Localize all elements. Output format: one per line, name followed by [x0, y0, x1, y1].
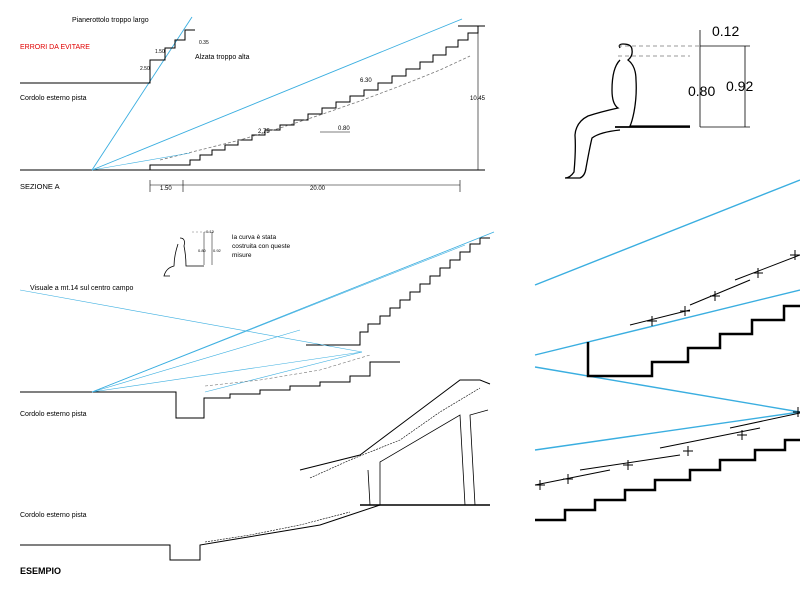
- label-pianerottolo: Pianerottolo troppo largo: [72, 17, 149, 24]
- small-dim-012: 0.12: [206, 229, 215, 234]
- label-cordolo-1: Cordolo esterno pista: [20, 95, 87, 102]
- zoom-detail: [534, 179, 800, 522]
- label-alzata: Alzata troppo alta: [195, 54, 250, 61]
- sight-line-low: [91, 152, 191, 171]
- sezione-a-drawing: [20, 16, 485, 192]
- small-dim-080: 0.80: [198, 248, 207, 253]
- dim-630: 6.30: [360, 78, 372, 84]
- label-visuale: Visuale a mt.14 sul centro campo: [30, 285, 133, 292]
- zoom-sight-mid: [534, 289, 800, 356]
- label-esempio: ESEMPIO: [20, 566, 61, 576]
- label-cordolo-2: Cordolo esterno pista: [20, 411, 87, 418]
- label-cordolo-3: Cordolo esterno pista: [20, 512, 87, 519]
- stair-profile: [149, 25, 485, 170]
- big-dim-080: 0.80: [688, 83, 715, 99]
- dim-035: 0.35: [199, 40, 209, 46]
- dim-250: 2.50: [140, 66, 150, 72]
- dim-1045: 10.45: [470, 96, 486, 102]
- label-curva-3: misure: [232, 252, 252, 259]
- label-curva-1: la curva è stata: [232, 234, 276, 241]
- sight-line-top: [91, 18, 463, 171]
- dim-20: 20.00: [310, 186, 326, 192]
- big-dim-092: 0.92: [726, 78, 753, 94]
- label-errori: ERRORI DA EVITARE: [20, 44, 90, 51]
- zoom-sight-bottom: [534, 411, 800, 451]
- label-curva-2: costruita con queste: [232, 243, 291, 250]
- esempio-drawing: [20, 379, 491, 561]
- zoom-upper-stair: [586, 304, 800, 378]
- seating-curve: [159, 55, 471, 161]
- big-dim-012: 0.12: [712, 23, 739, 39]
- seated-figure-large: [564, 30, 750, 179]
- dim-275: 2.75: [258, 129, 270, 135]
- curve-example: [19, 231, 495, 419]
- error-stair: [20, 29, 195, 84]
- dim-150-small: 1.50: [155, 49, 165, 55]
- figure-outline: [564, 43, 690, 179]
- label-sezione: SEZIONE A: [20, 182, 60, 191]
- dim-080: 0.80: [338, 126, 350, 132]
- zoom-lower-stair: [535, 438, 800, 522]
- dim-150: 1.50: [160, 186, 172, 192]
- small-dim-092: 0.92: [213, 248, 222, 253]
- zoom-sight-top: [534, 179, 800, 286]
- zoom-sight-low: [534, 366, 800, 413]
